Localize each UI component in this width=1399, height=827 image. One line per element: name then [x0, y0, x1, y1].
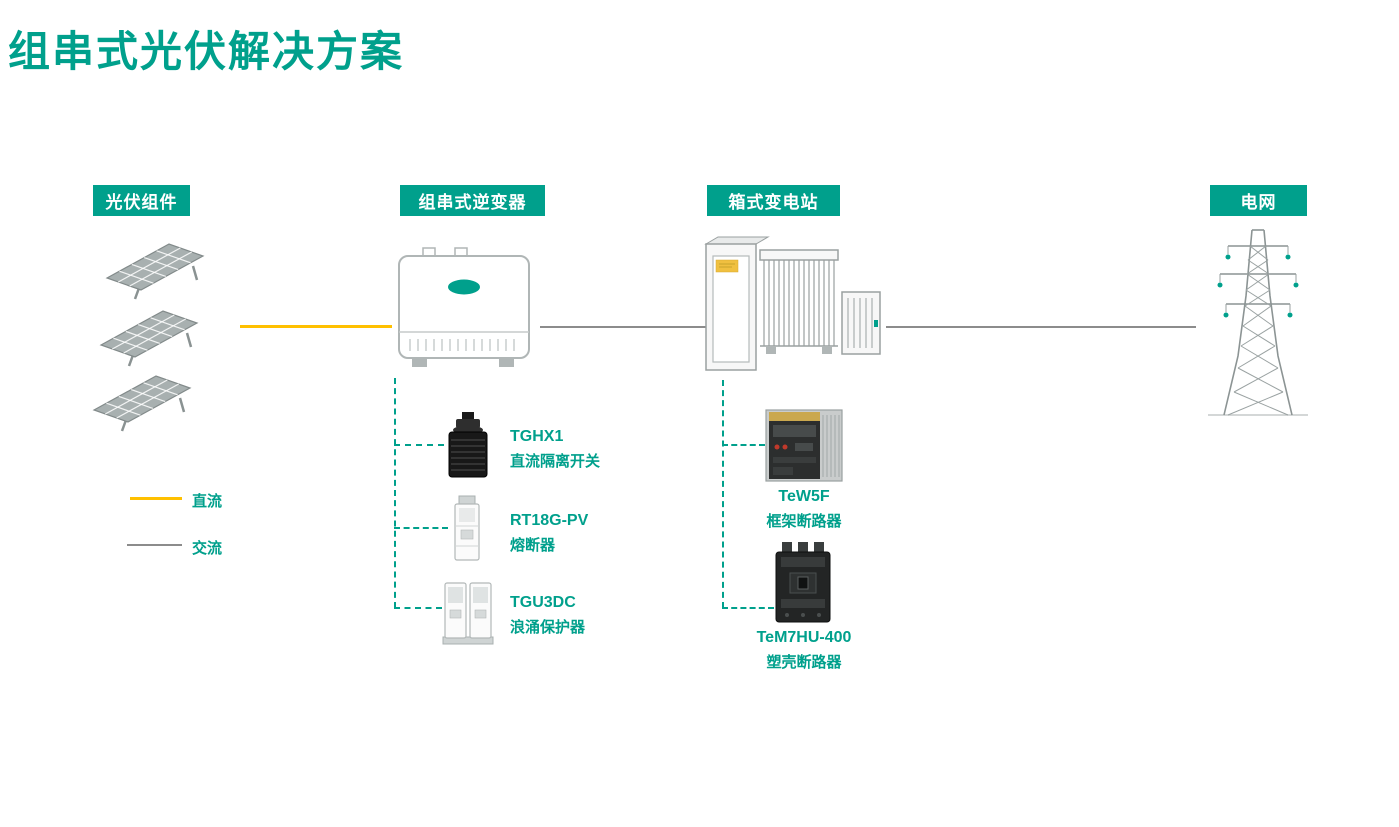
- substation-branch-tem7hu: [722, 607, 774, 609]
- inverter-branch-rt18g: [394, 527, 448, 529]
- ac-flow-line-inverter-substation: [540, 326, 706, 328]
- substation-components-connector: [722, 380, 724, 608]
- solar-panel-icon: [97, 305, 201, 367]
- inverter-branch-tghx1: [394, 444, 444, 446]
- tgu3dc-labels: TGU3DC 浪涌保护器: [510, 594, 585, 637]
- stage-badge-box-substation: 箱式变电站: [707, 185, 840, 216]
- rt18g-labels: RT18G-PV 熔断器: [510, 512, 588, 555]
- component-name: 直流隔离开关: [510, 453, 601, 470]
- component-name: 框架断路器: [766, 513, 842, 530]
- stage-badge-power-grid: 电网: [1210, 185, 1307, 216]
- component-model: RT18G-PV: [510, 512, 589, 529]
- inverter-components-connector: [394, 378, 396, 608]
- component-model: TeM7HU-400: [756, 629, 852, 646]
- legend-ac-label: 交流: [192, 540, 223, 557]
- stage-badge-string-inverter: 组串式逆变器: [400, 185, 545, 216]
- tew5f-labels: TeW5F 框架断路器: [744, 488, 864, 531]
- string-inverter-icon: [396, 242, 532, 374]
- tem7hu-labels: TeM7HU-400 塑壳断路器: [739, 629, 869, 672]
- stage-badge-pv-modules: 光伏组件: [93, 185, 190, 216]
- inverter-branch-tgu3dc: [394, 607, 442, 609]
- rt18g-pv-fuse-icon: [448, 494, 486, 562]
- tghx1-labels: TGHX1 直流隔离开关: [510, 428, 600, 471]
- solar-panel-icon: [103, 238, 207, 300]
- dc-flow-line: [240, 325, 392, 328]
- tghx1-dc-isolator-icon: [444, 411, 492, 479]
- component-name: 熔断器: [510, 537, 556, 554]
- transmission-tower-icon: [1206, 226, 1310, 418]
- legend-dc-label: 直流: [192, 493, 223, 510]
- component-model: TGHX1: [510, 428, 564, 445]
- component-model: TGU3DC: [510, 594, 576, 611]
- legend-ac-line: [127, 544, 182, 546]
- component-name: 浪涌保护器: [510, 619, 586, 636]
- tew5f-air-circuit-breaker-icon: [765, 407, 843, 485]
- substation-branch-tew5f: [722, 444, 765, 446]
- ac-flow-line-substation-grid: [886, 326, 1196, 328]
- box-substation-icon: [704, 234, 882, 376]
- component-model: TeW5F: [778, 488, 830, 505]
- legend-dc-line: [130, 497, 182, 500]
- page-title: 组串式光伏解决方案: [8, 28, 405, 75]
- solar-panel-icon: [90, 370, 194, 432]
- tem7hu-molded-case-breaker-icon: [774, 541, 832, 627]
- tgu3dc-surge-protector-icon: [442, 578, 494, 646]
- component-name: 塑壳断路器: [766, 654, 842, 671]
